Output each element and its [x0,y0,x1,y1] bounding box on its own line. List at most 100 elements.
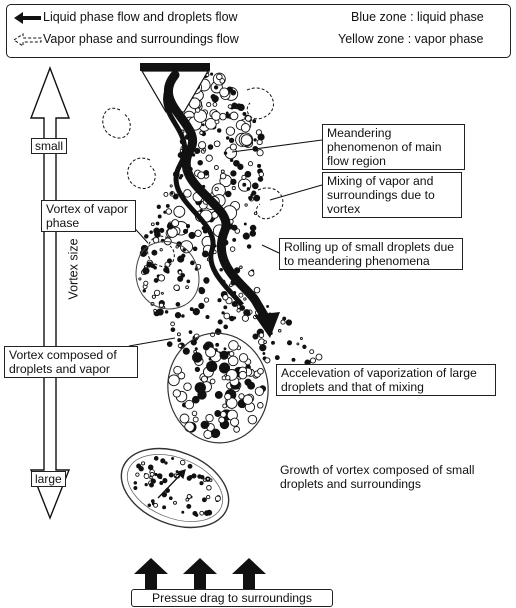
droplet [275,356,279,360]
droplet [186,498,189,501]
droplet [160,482,163,485]
droplet [242,315,248,321]
droplet [220,411,226,417]
droplet [220,268,223,271]
droplet [189,331,192,334]
droplet [247,188,250,191]
droplet [201,421,208,428]
droplet [258,368,264,374]
droplet [169,497,172,500]
droplet [171,322,175,326]
droplet [163,506,166,509]
droplet [211,73,213,75]
droplet [286,320,291,325]
droplet [249,197,252,200]
droplet [173,390,180,397]
scale-small-label: small [31,138,67,154]
droplet [180,414,189,423]
droplet [316,354,322,360]
droplet [207,495,210,498]
droplet [166,209,172,215]
droplet [228,356,238,366]
droplet [151,479,154,482]
droplet [198,475,202,479]
droplet [178,344,182,348]
droplet [232,187,235,190]
droplet [212,112,221,121]
droplet [208,145,213,150]
droplet [199,142,206,149]
droplet [248,162,252,166]
droplet [174,285,180,291]
droplet [241,124,250,133]
droplet [259,172,264,177]
droplet [206,155,212,161]
droplet [158,215,161,218]
droplet [206,315,209,318]
droplet [191,261,195,265]
droplet [310,350,314,354]
droplet [150,472,154,476]
vortex-size-scale-arrow [31,68,69,518]
droplet [233,238,236,241]
droplet [182,315,185,318]
droplet [151,223,154,226]
droplet [292,358,295,361]
droplet [174,206,185,217]
droplet [192,411,197,416]
droplet [267,305,269,307]
droplet [213,103,217,107]
droplet [281,320,285,324]
droplet [134,487,137,490]
droplet [187,280,190,283]
droplet [159,303,163,307]
droplet [193,309,199,315]
droplet [287,341,291,345]
droplet [220,351,228,359]
droplet [243,233,249,239]
droplet [144,474,149,479]
droplet [230,247,235,252]
droplet [203,148,206,151]
droplet [225,393,231,399]
droplet [161,459,165,463]
droplet [216,343,219,346]
droplet [172,458,174,460]
droplet [260,345,266,351]
droplet [193,417,198,422]
droplet [222,312,224,314]
droplet [167,342,172,347]
droplet [254,139,256,141]
droplet [200,511,204,515]
droplet [202,498,206,502]
droplet [239,354,247,362]
droplet [167,259,171,263]
droplet [200,131,203,134]
droplet [211,95,216,100]
droplet [220,88,229,97]
droplet [164,192,168,196]
vortex-droplets-annotation: Vortex composed of droplets and vapor [4,346,138,378]
droplet [250,225,256,231]
droplet [234,427,240,433]
droplet [297,343,299,345]
droplet [161,292,163,294]
droplet [230,144,236,150]
droplet [148,504,151,507]
droplet [238,164,243,169]
droplet [226,127,234,135]
droplet [202,124,204,126]
droplet [160,249,162,251]
droplet [204,278,209,283]
droplet [300,338,302,340]
droplet [182,511,184,513]
droplet [204,170,209,175]
droplet [211,429,219,437]
droplet [154,266,157,269]
droplet [239,371,247,379]
droplet [158,275,164,281]
droplet [192,353,202,363]
droplet [196,108,200,112]
droplet [202,251,208,257]
droplet [175,313,180,318]
